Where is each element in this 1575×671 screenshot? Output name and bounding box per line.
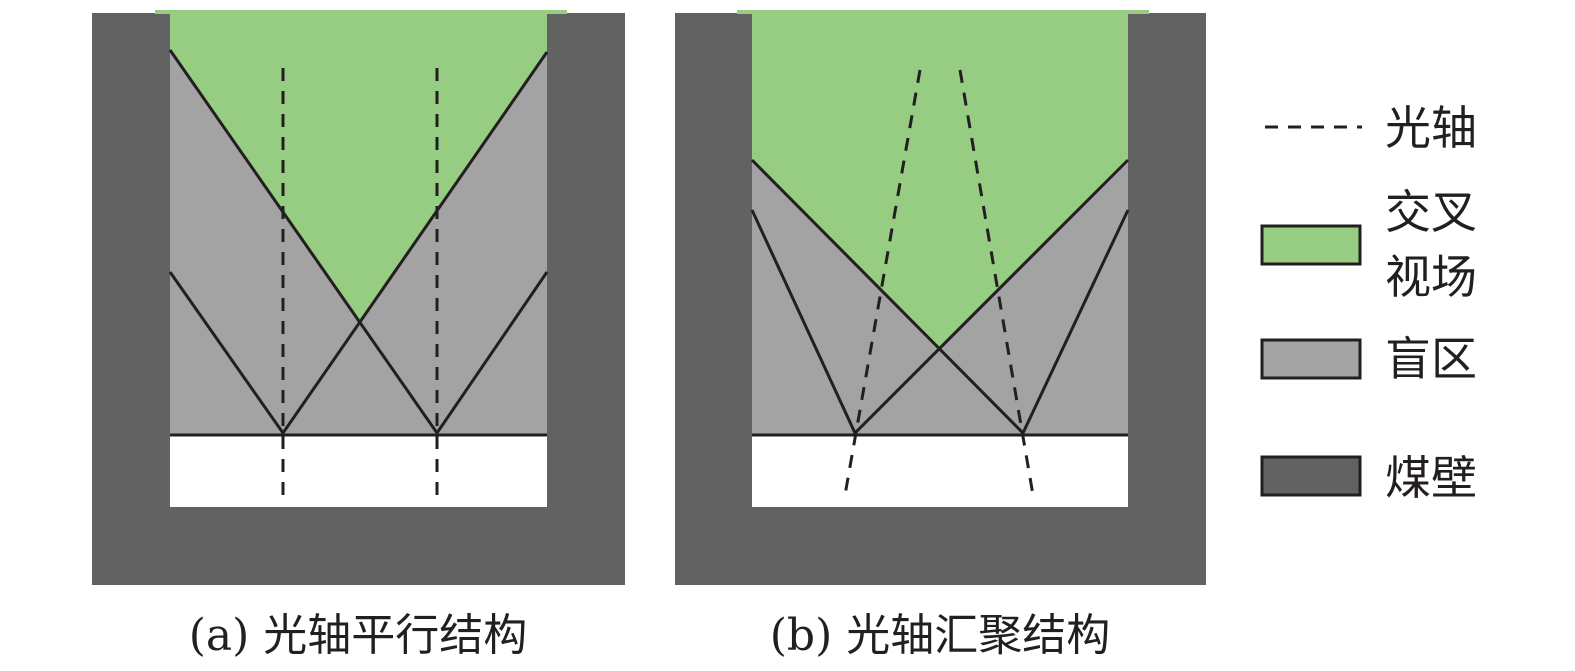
caption-b: (b) 光轴汇聚结构 <box>770 610 1110 661</box>
fov-left-camera <box>168 51 549 436</box>
panel-convergent: (b) 光轴汇聚结构 <box>675 10 1206 661</box>
legend-axis-label: 光轴 <box>1385 101 1477 155</box>
fov-right-camera <box>168 49 549 436</box>
legend-wall-label: 煤壁 <box>1385 451 1477 505</box>
optical-axis-left <box>843 69 922 496</box>
legend-field-label-2: 视场 <box>1385 250 1477 304</box>
cross-field <box>752 13 1128 350</box>
cross-field <box>170 13 547 322</box>
optical-axis-right <box>958 69 1035 496</box>
legend-field-swatch <box>1260 224 1362 266</box>
field-top-band <box>737 10 1149 14</box>
legend-wall-swatch <box>1260 455 1362 497</box>
legend-field-label-1: 交叉 <box>1385 185 1477 239</box>
legend-blind-label: 盲区 <box>1385 332 1477 386</box>
panel-parallel: (a) 光轴平行结构 <box>92 10 625 661</box>
caption-a: (a) 光轴平行结构 <box>189 610 528 661</box>
field-top-band <box>155 10 567 14</box>
legend: 光轴 交叉 视场 盲区 煤壁 <box>1260 101 1477 505</box>
legend-blind-swatch <box>1260 338 1362 380</box>
